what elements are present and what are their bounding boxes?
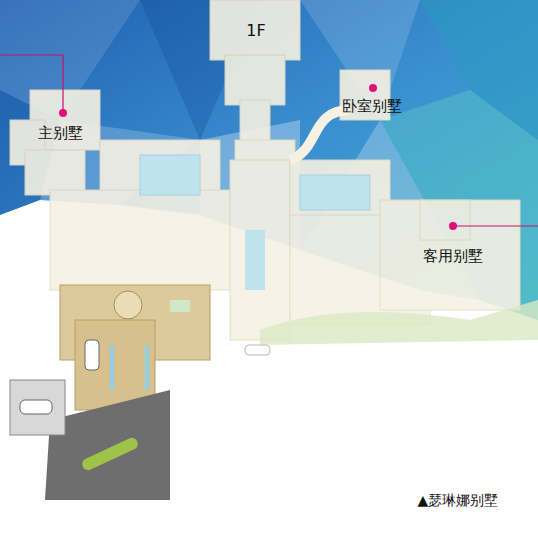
area-label: 主别墅: [38, 124, 83, 142]
caption: ▲瑟琳娜别墅: [418, 492, 499, 509]
area-label: 客用别墅: [423, 247, 483, 265]
area-label: 1F: [246, 21, 265, 40]
area-label: 卧室别墅: [342, 97, 402, 115]
